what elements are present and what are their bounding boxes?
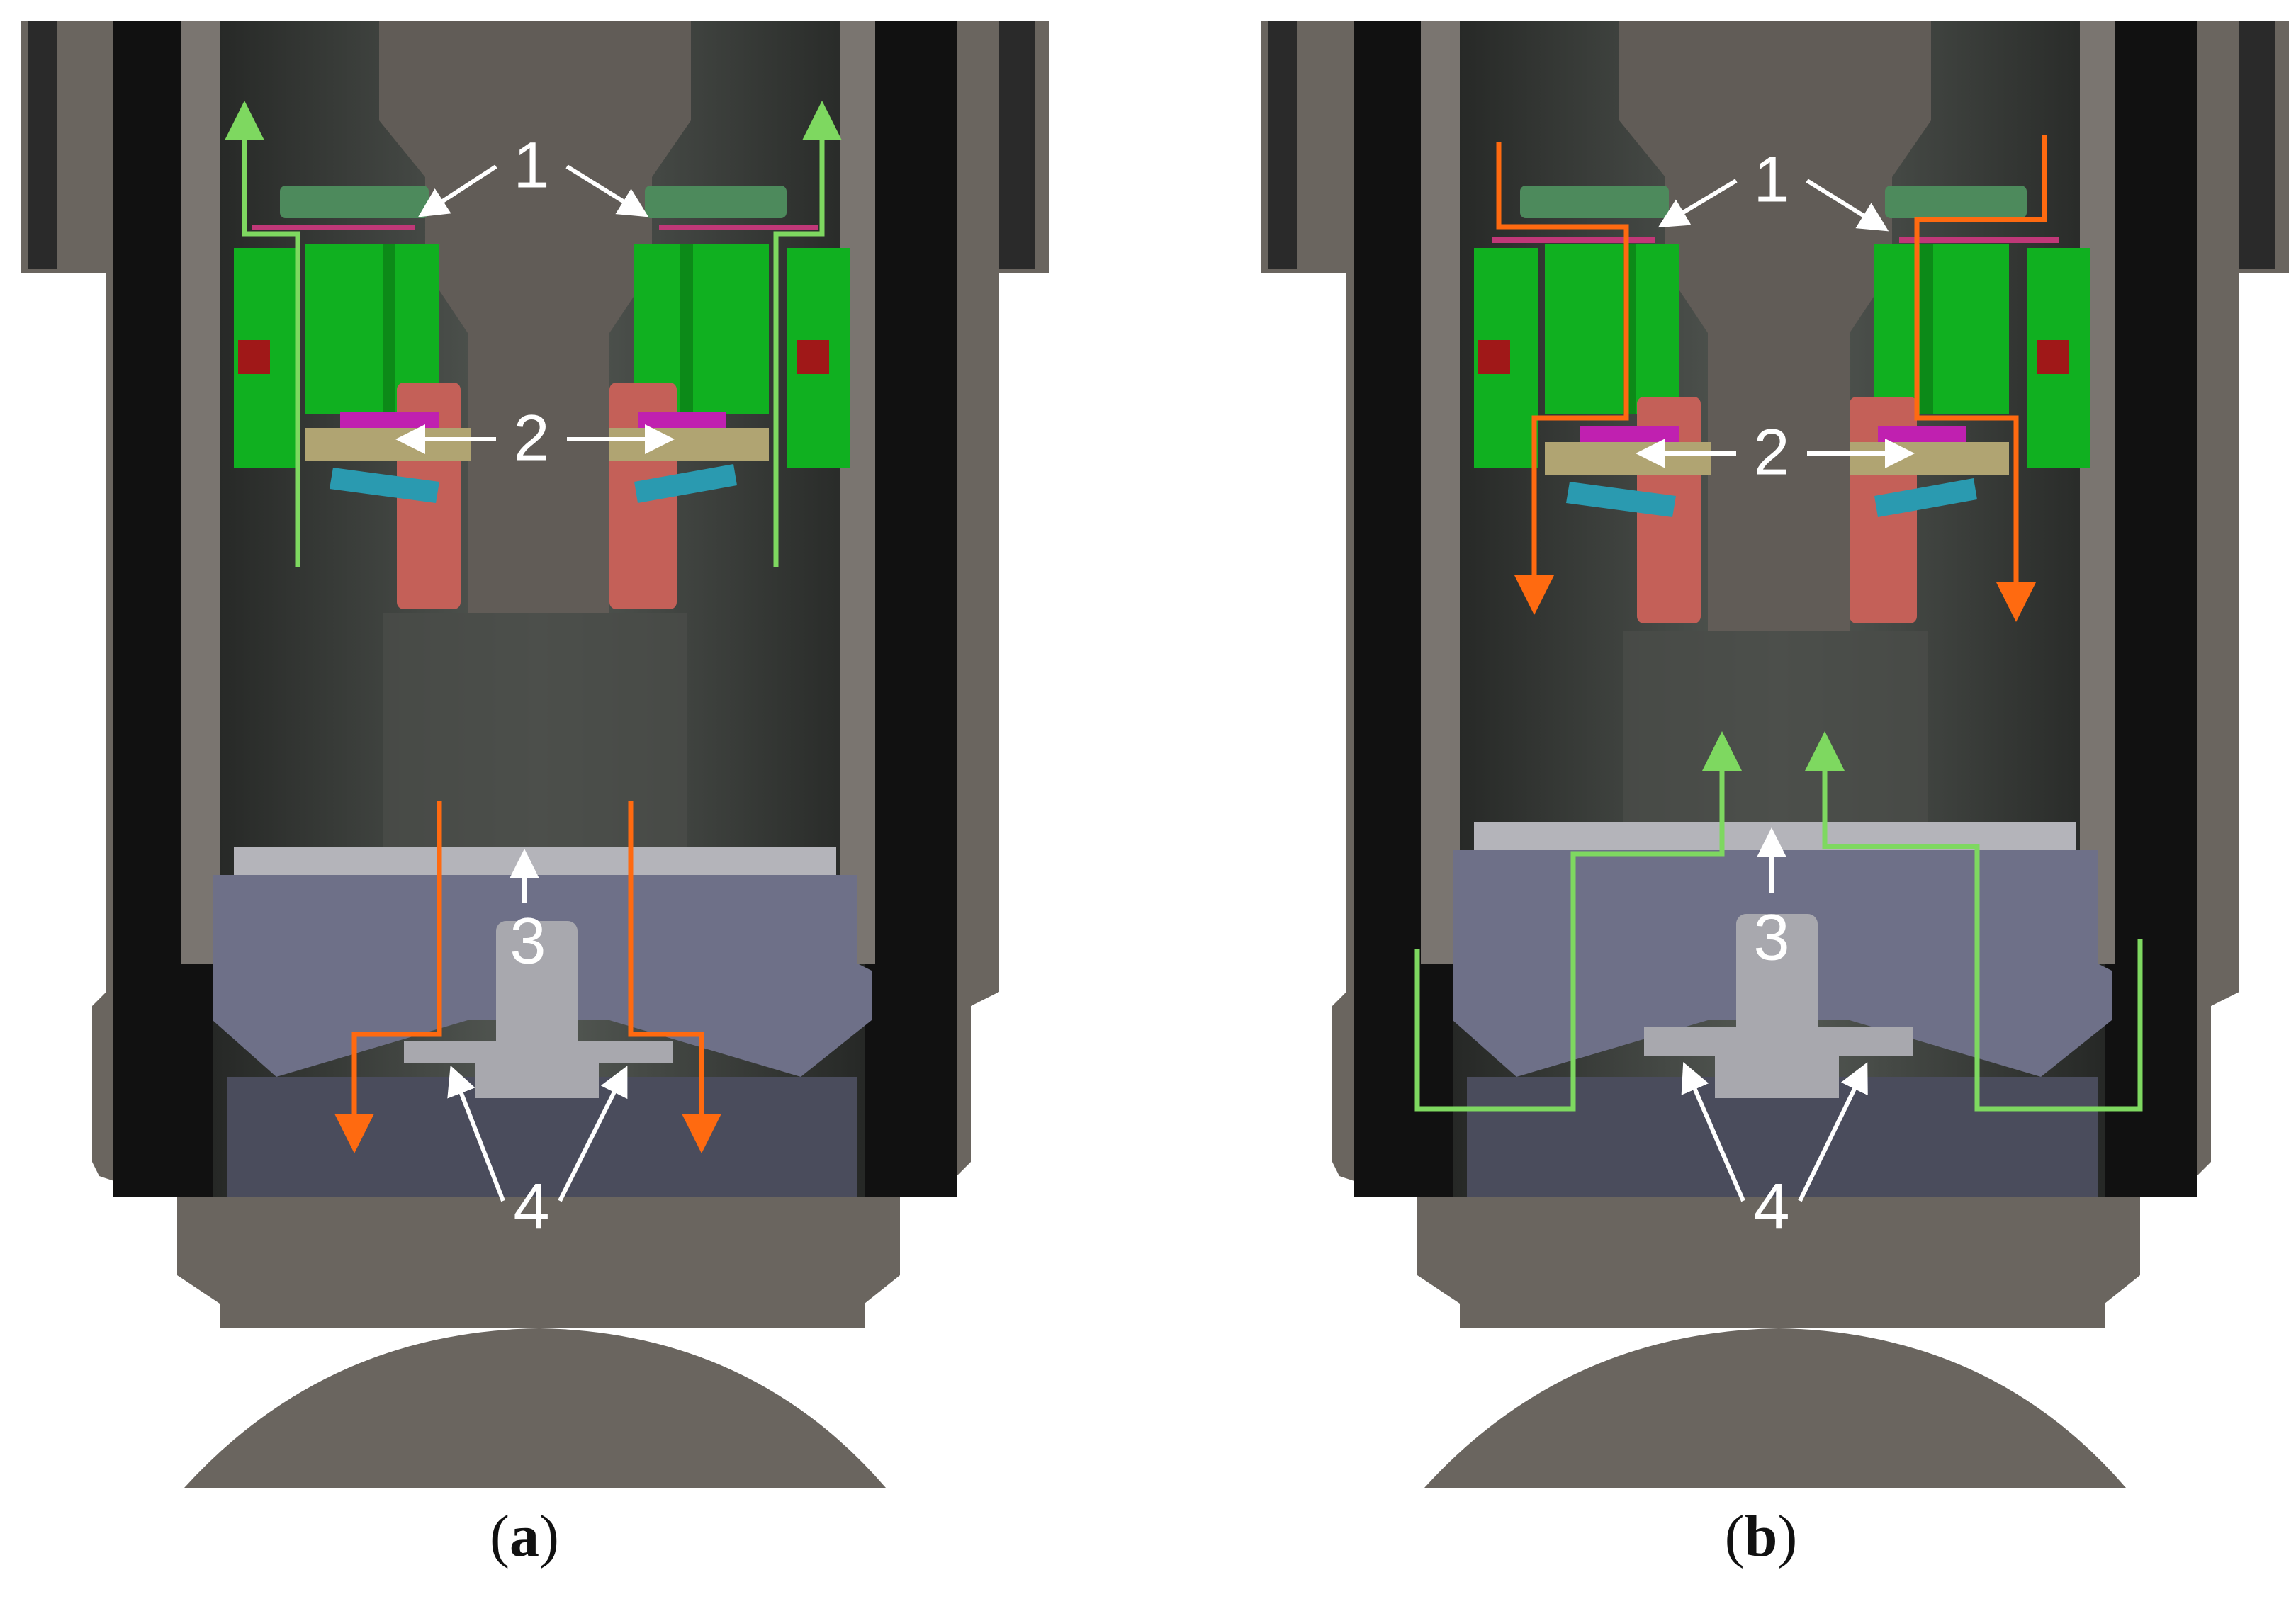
flow-orange-right (628, 801, 721, 1153)
callout-1-a: 1 (513, 129, 549, 201)
panel-b-cross-section: 1 2 3 4 (1261, 21, 2289, 1488)
caption-b-close: ) (1777, 1503, 1798, 1569)
callouts-b (1636, 179, 1915, 1202)
flow-paths-b (1414, 135, 2143, 1112)
panel-a-cross-section: 1 2 3 4 (21, 21, 1049, 1488)
valve-stack-left (234, 186, 471, 609)
flow-green-right (1805, 731, 2143, 1112)
callout-3-b: 3 (1753, 901, 1789, 973)
caption-b-letter: b (1744, 1503, 1778, 1569)
base-valve (1453, 822, 2112, 1197)
caption-a-letter: a (510, 1503, 539, 1569)
base-valve (213, 847, 872, 1197)
callout-1-b: 1 (1753, 143, 1789, 215)
caption-b-open: ( (1724, 1503, 1745, 1569)
flow-orange-left (334, 801, 442, 1153)
caption-a: (a) (383, 1502, 666, 1571)
callout-4-a: 4 (513, 1170, 549, 1243)
caption-b: (b) (1619, 1502, 1903, 1571)
piston-rod (1619, 21, 1931, 836)
valve-stack-left (1474, 186, 1711, 623)
caption-a-close: ) (539, 1503, 559, 1569)
flow-green-left (1414, 731, 1742, 1112)
flow-green-left (225, 101, 300, 567)
flow-green-right (773, 101, 842, 567)
flow-orange-right (1914, 135, 2047, 622)
bottom-mount (1417, 1197, 2140, 1488)
callout-2-a: 2 (513, 402, 549, 474)
piston-rod (379, 21, 691, 854)
bottom-mount (177, 1197, 900, 1488)
flow-orange-left (1496, 142, 1629, 615)
callouts-a (395, 164, 675, 1202)
callout-2-b: 2 (1753, 416, 1789, 488)
callout-4-b: 4 (1753, 1170, 1789, 1243)
caption-a-open: ( (490, 1503, 510, 1569)
callout-3-a: 3 (510, 905, 546, 977)
flow-paths-a (225, 101, 842, 1153)
